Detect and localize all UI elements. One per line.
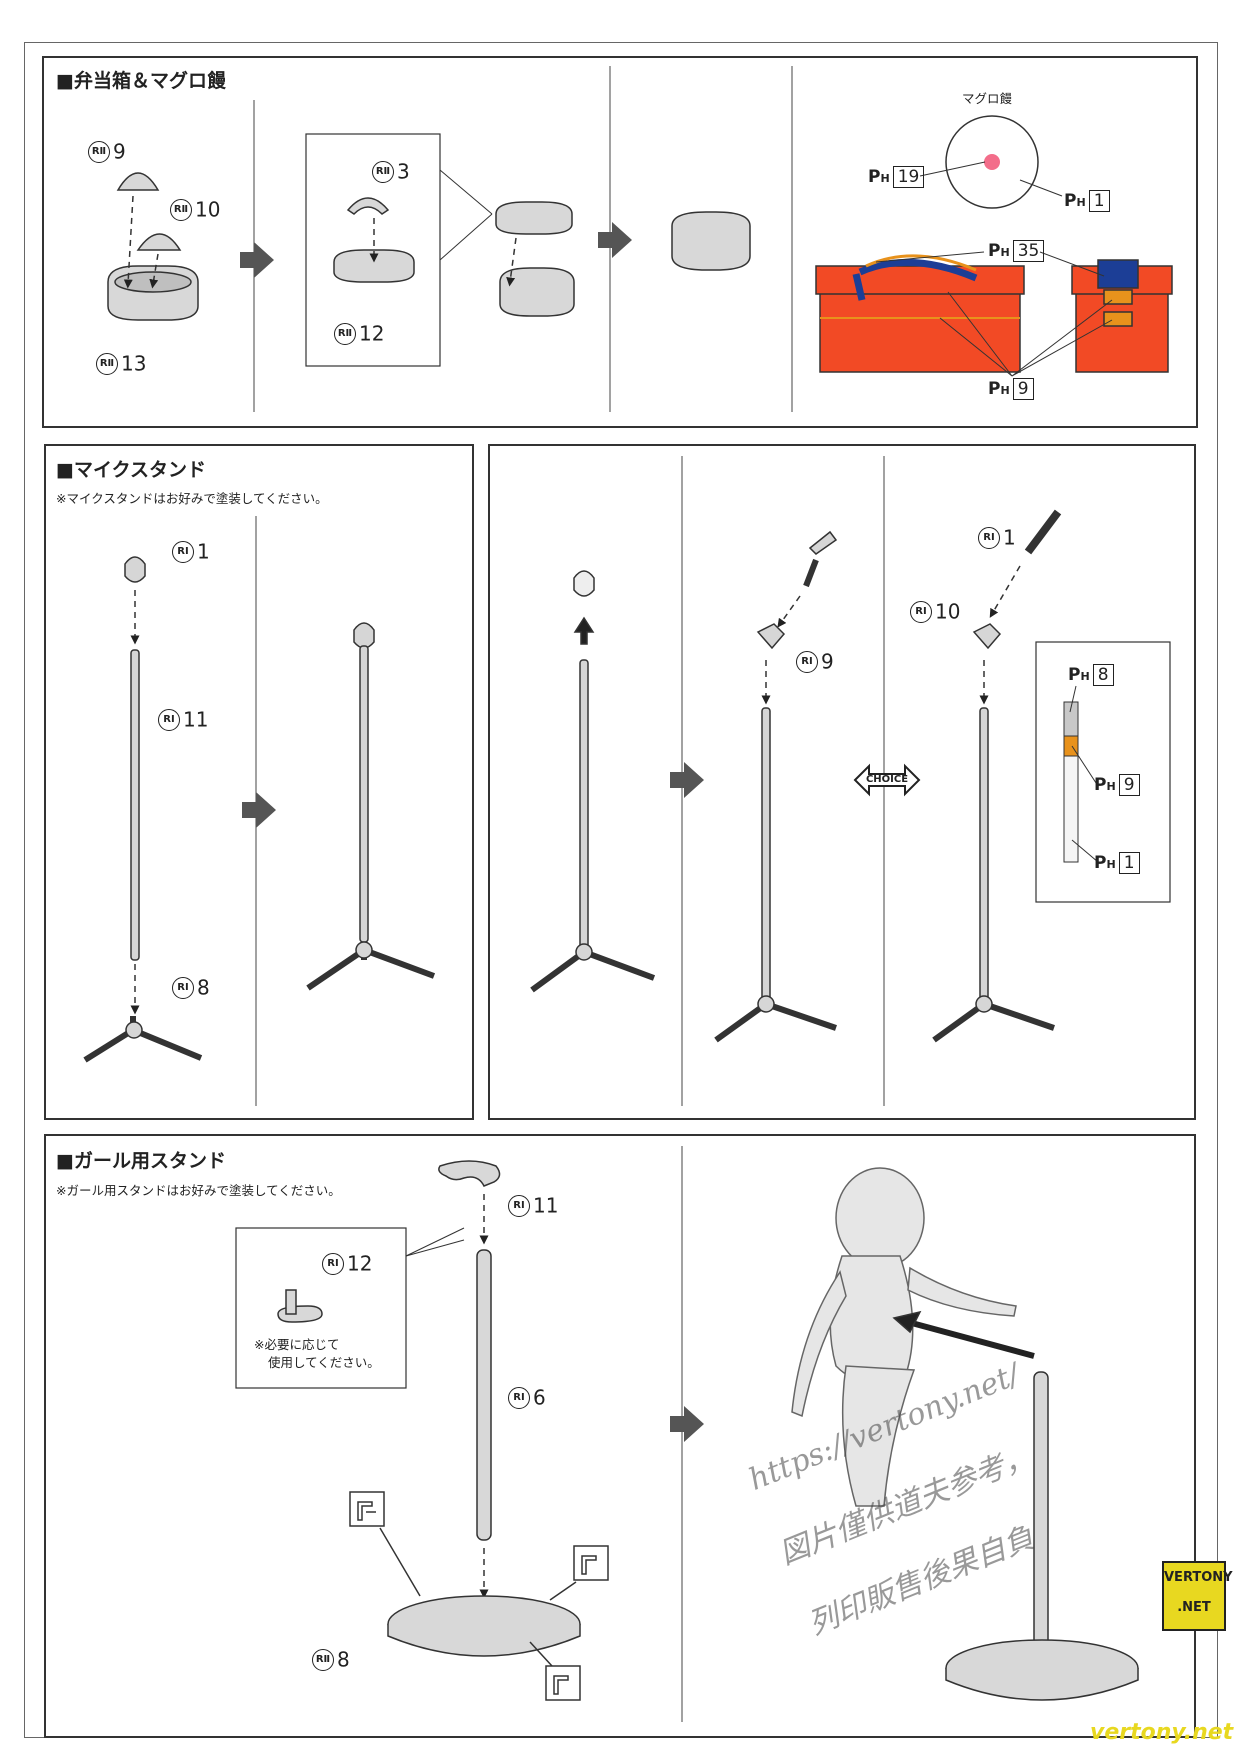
girl-title: ■ガール用スタンド <box>56 1150 226 1172</box>
badge-top: VERTONY <box>1164 1570 1233 1585</box>
choice-label: CHOICE <box>865 774 909 785</box>
step-arrows <box>240 222 704 1442</box>
bento-title: ■弁当箱＆マグロ饅 <box>56 70 226 92</box>
mic-stand-2 <box>306 622 436 991</box>
bento-color-right <box>1071 259 1173 373</box>
girl-stand-final <box>892 1310 1139 1701</box>
maguro-detail <box>919 115 1063 209</box>
mic-stand-3 <box>530 570 656 993</box>
optional-peg <box>277 1289 323 1323</box>
mic-note: ※マイクスタンドはお好みで塗装してください。 <box>56 491 328 506</box>
bento-color-left <box>815 254 1025 373</box>
optional-note-1: ※必要に応じて <box>254 1337 340 1352</box>
girl-optional-box <box>235 1227 407 1389</box>
mic-stand-1 <box>83 556 203 1063</box>
maguro-caption: マグロ饅 <box>962 91 1013 106</box>
vertony-badge: VERTONY .NET <box>1162 1561 1233 1631</box>
bento-detail-box <box>305 133 441 367</box>
badge-bottom: .NET <box>1177 1600 1211 1615</box>
optional-note-2: 使用してください。 <box>268 1355 380 1370</box>
choice-arrow <box>853 763 921 797</box>
mic-stand-4 <box>714 530 838 1043</box>
bento-leaders <box>875 251 1113 377</box>
girl-stand-assembly <box>387 1160 581 1657</box>
girl-figure <box>791 1167 1017 1507</box>
panel-mic-left <box>44 444 474 1120</box>
bento-step2 <box>333 197 751 317</box>
mic-stand-5 <box>932 509 1062 1043</box>
bento-step1 <box>107 172 199 321</box>
decal-icons <box>349 1491 609 1701</box>
girl-note: ※ガール用スタンドはお好みで塗装してください。 <box>56 1183 341 1198</box>
mic-title: ■マイクスタンド <box>56 459 207 481</box>
footer-link[interactable]: vertony.net <box>1090 1720 1234 1745</box>
